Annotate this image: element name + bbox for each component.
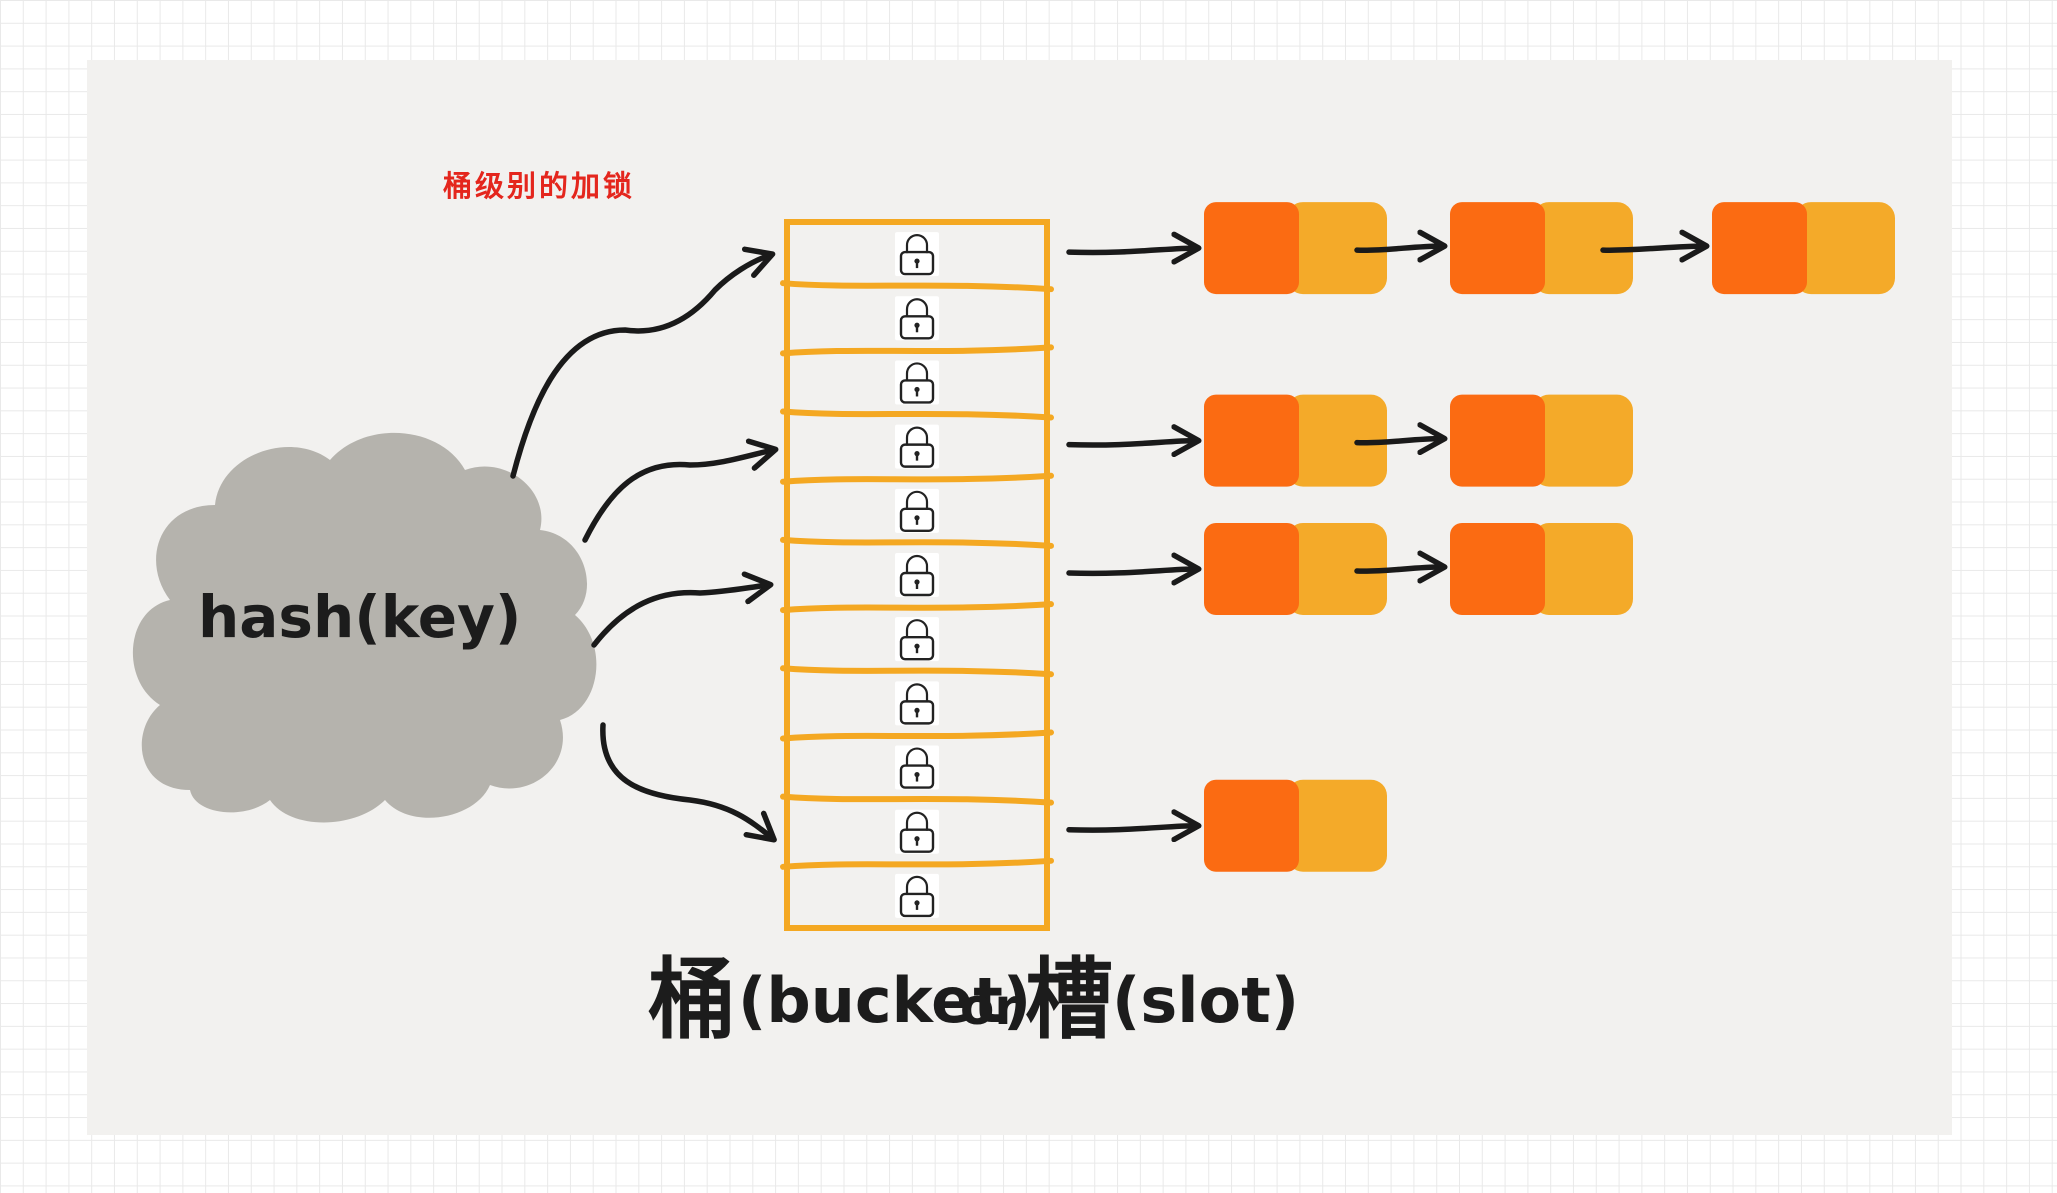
lock-icon (895, 296, 939, 341)
node-value (1287, 202, 1387, 295)
node-key (1712, 202, 1807, 295)
chain (1066, 779, 1387, 872)
list-node (1712, 202, 1895, 295)
slot-word: (slot) (1112, 964, 1299, 1037)
lock-icon (895, 488, 939, 533)
bucket-label: 桶 (bucket) or 槽 (slot) (648, 948, 1299, 1051)
slot-divider (780, 857, 1054, 870)
slot-locks (895, 232, 939, 918)
lock-icon (895, 617, 939, 662)
chain (1066, 202, 1895, 295)
node-key (1204, 202, 1299, 295)
lock-icon (895, 424, 939, 469)
slot-divider (780, 472, 1054, 485)
list-node (1204, 202, 1387, 295)
caption: 桶级别的加锁 (443, 169, 635, 203)
hash-arrow-1 (510, 246, 776, 479)
list-node (1450, 394, 1633, 487)
bucket-word: (bucket) (738, 964, 1031, 1037)
node-key (1204, 394, 1299, 487)
chain-arrow (1066, 809, 1202, 843)
node-value (1287, 394, 1387, 487)
list-node (1450, 202, 1633, 295)
slot-char: 槽 (1025, 948, 1113, 1051)
chain (1066, 394, 1633, 487)
node-value (1533, 394, 1633, 487)
lock-icon (895, 873, 939, 918)
slot-divider (780, 280, 1054, 293)
list-node (1204, 779, 1387, 872)
next-pointer-arrow (1354, 229, 1448, 263)
slot-divider (780, 344, 1054, 357)
hash-arrow-3 (591, 571, 774, 648)
list-node (1204, 523, 1387, 615)
hash-arrow-4 (600, 722, 777, 843)
chain-arrow (1066, 231, 1202, 265)
node-value (1533, 202, 1633, 295)
lock-icon (895, 553, 939, 597)
slot-divider (780, 408, 1054, 421)
node-key (1450, 202, 1545, 295)
node-value (1287, 779, 1387, 872)
hash-arrows (510, 246, 779, 843)
node-key (1450, 394, 1545, 487)
slot-divider (780, 793, 1054, 806)
lock-icon (895, 681, 939, 726)
hash-cloud: hash(key) (132, 432, 597, 823)
next-pointer-arrow (1354, 422, 1448, 456)
bucket-frame (784, 219, 1050, 931)
lock-icon (895, 360, 939, 405)
node-value (1795, 202, 1895, 295)
slot-dividers (780, 280, 1054, 870)
slot-divider (780, 536, 1054, 549)
node-value (1287, 523, 1387, 615)
list-node (1204, 394, 1387, 487)
bucket-chains (1066, 202, 1895, 872)
node-value (1533, 523, 1633, 615)
next-pointer-arrow (1600, 229, 1710, 263)
list-node (1450, 523, 1633, 615)
node-key (1204, 523, 1299, 615)
hash-label: hash(key) (198, 583, 521, 651)
chain-arrow (1066, 552, 1202, 586)
slot-divider (780, 665, 1054, 678)
bucket-array (780, 219, 1054, 931)
next-pointer-arrow (1354, 550, 1448, 584)
node-key (1450, 523, 1545, 615)
bucket-char: 桶 (648, 948, 736, 1051)
lock-icon (895, 809, 939, 854)
lock-icon (895, 232, 939, 277)
chain (1066, 523, 1633, 615)
slot-divider (780, 729, 1054, 742)
chain-arrow (1066, 424, 1202, 458)
slot-divider (780, 601, 1054, 614)
hash-arrow-2 (582, 438, 779, 543)
lock-icon (895, 745, 939, 790)
node-key (1204, 779, 1299, 872)
or-word: or (960, 978, 1019, 1036)
